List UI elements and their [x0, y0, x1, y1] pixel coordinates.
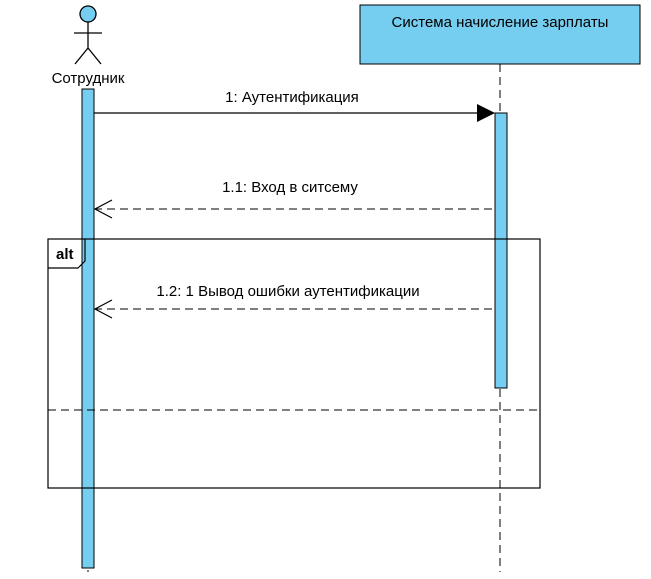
alt-fragment-tab — [48, 239, 86, 269]
system-name: Система начисление зарплаты — [392, 14, 609, 31]
open-arrowhead-icon — [93, 299, 113, 319]
message-3-label: 1.2: 1 Вывод ошибки аутентификации — [156, 283, 419, 300]
stick-figure-actor-icon — [74, 5, 102, 65]
open-arrowhead-icon — [93, 199, 113, 219]
message-1-label: 1: Аутентификация — [225, 89, 359, 106]
system-lifeline-head — [359, 4, 641, 65]
alt-fragment-frame — [47, 238, 541, 489]
system-activation-bar — [494, 112, 508, 389]
filled-arrowhead-icon — [477, 104, 495, 122]
actor-name: Сотрудник — [52, 70, 125, 87]
actor-activation-bar — [81, 88, 95, 569]
message-2-label: 1.1: Вход в ситсему — [222, 179, 358, 196]
alt-fragment-operator: alt — [56, 246, 74, 263]
